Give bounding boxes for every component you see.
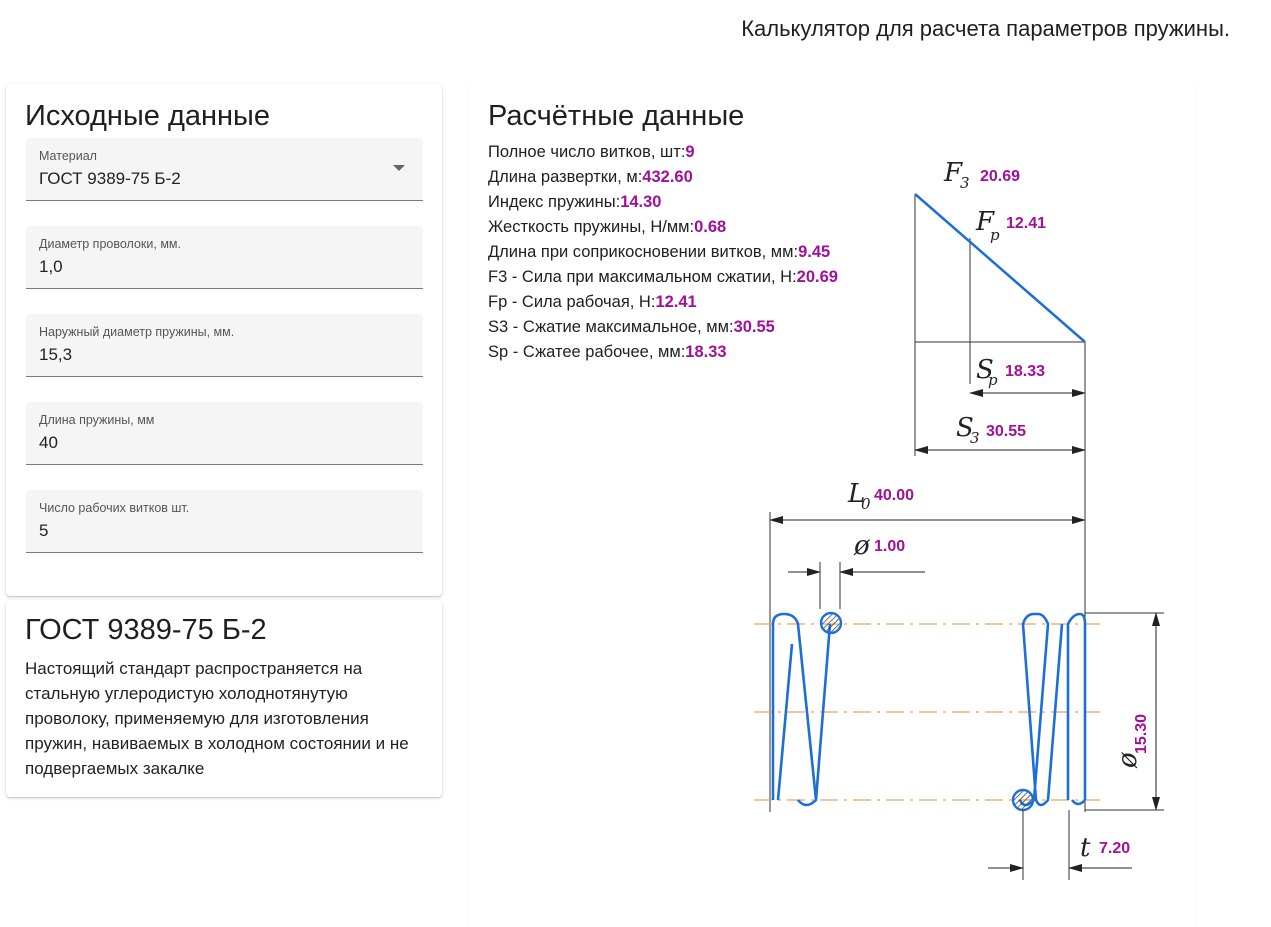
force-diagram: [769, 194, 1086, 812]
result-max-compression: S3 - Сжатие максимальное, мм:30.55: [488, 318, 775, 336]
spring-length-input[interactable]: [39, 433, 369, 453]
svg-text:p: p: [990, 226, 1000, 244]
outer-diameter-dimension: ø 15.30: [1085, 612, 1164, 811]
svg-text:p: p: [988, 371, 998, 389]
wire-diameter-field[interactable]: Диаметр проволоки, мм.: [26, 226, 423, 289]
result-working-force: Fp - Сила рабочая, Н:12.41: [488, 293, 697, 311]
svg-text:7.20: 7.20: [1099, 840, 1130, 857]
svg-text:F: F: [975, 207, 995, 237]
svg-text:1.00: 1.00: [874, 538, 905, 555]
results-list: Полное число витков, шт:9 Длина развертк…: [488, 140, 1176, 365]
material-select[interactable]: Материал ГОСТ 9389-75 Б-2: [26, 138, 423, 201]
results-heading: Расчётные данные: [488, 100, 745, 132]
wire-diameter-dimension: ø 1.00: [788, 531, 925, 609]
outer-diameter-input[interactable]: [39, 345, 369, 365]
chevron-down-icon[interactable]: [393, 165, 405, 171]
pitch-dimension: t 7.20: [988, 810, 1132, 880]
result-solid-length: Длина при соприкосновении витков, мм:9.4…: [488, 243, 831, 261]
svg-text:0: 0: [861, 495, 871, 513]
svg-text:12.41: 12.41: [1006, 215, 1046, 232]
wire-diameter-label: Диаметр проволоки, мм.: [39, 237, 181, 251]
spring-drawing: F 3 20.69 F p 12.41 S p 18.33 S 3 30.55 …: [754, 158, 1164, 880]
l0-dimension: L 0 40.00: [769, 479, 1086, 524]
outer-diameter-field[interactable]: Наружный диаметр пружины, мм.: [26, 314, 423, 377]
material-value: ГОСТ 9389-75 Б-2: [39, 169, 181, 188]
fp-label: F p 12.41: [975, 207, 1046, 244]
svg-text:ø: ø: [853, 531, 870, 561]
svg-text:t: t: [1080, 833, 1091, 863]
input-card: Исходные данные Материал ГОСТ 9389-75 Б-…: [6, 84, 442, 596]
svg-text:S: S: [976, 355, 994, 385]
svg-text:18.33: 18.33: [1005, 363, 1045, 380]
wire-section-top: [819, 611, 843, 635]
svg-text:F: F: [943, 158, 963, 188]
axis-lines: [754, 623, 1100, 801]
svg-text:S: S: [956, 413, 974, 443]
page-title: Калькулятор для расчета параметров пружи…: [741, 16, 1230, 41]
result-spring-index: Индекс пружины:14.30: [488, 193, 662, 211]
outer-diameter-label: Наружный диаметр пружины, мм.: [39, 325, 235, 339]
result-card: Расчётные данные Полное число витков, шт…: [468, 84, 1196, 927]
gost-card: ГОСТ 9389-75 Б-2 Настоящий стандарт расп…: [6, 600, 442, 797]
result-total-turns: Полное число витков, шт:9: [488, 143, 695, 161]
working-turns-label: Число рабочих витков шт.: [39, 501, 190, 515]
sp-dimension: S p 18.33: [969, 355, 1086, 397]
svg-text:ø: ø: [1113, 752, 1143, 769]
s3-dimension: S 3 30.55: [914, 413, 1086, 454]
result-working-compression: Sp - Сжатее рабочее, мм:18.33: [488, 343, 727, 361]
svg-text:3: 3: [970, 429, 980, 447]
working-turns-field[interactable]: Число рабочих витков шт.: [26, 490, 423, 553]
gost-description: Настоящий стандарт распространяется на с…: [25, 659, 409, 778]
svg-text:40.00: 40.00: [874, 487, 914, 504]
material-label: Материал: [39, 149, 97, 163]
spring-length-label: Длина пружины, мм: [39, 413, 155, 427]
spring-coils: [771, 612, 1087, 807]
svg-text:20.69: 20.69: [980, 168, 1020, 185]
svg-text:L: L: [847, 479, 865, 509]
gost-heading: ГОСТ 9389-75 Б-2: [25, 614, 267, 646]
wire-diameter-input[interactable]: [39, 257, 369, 277]
force-line: [914, 193, 1086, 343]
result-stiffness: Жесткость пружины, Н/мм:0.68: [488, 218, 727, 236]
result-unwound-length: Длина развертки, м:432.60: [488, 168, 693, 186]
svg-text:30.55: 30.55: [986, 423, 1026, 440]
working-turns-input[interactable]: [39, 521, 369, 541]
result-max-force: F3 - Сила при максимальном сжатии, Н:20.…: [488, 268, 838, 286]
svg-text:3: 3: [960, 174, 970, 192]
svg-text:15.30: 15.30: [1133, 714, 1150, 754]
input-heading: Исходные данные: [25, 100, 271, 132]
wire-section-bottom: [1011, 788, 1035, 812]
f3-label: F 3 20.69: [943, 158, 1020, 192]
spring-length-field[interactable]: Длина пружины, мм: [26, 402, 423, 465]
